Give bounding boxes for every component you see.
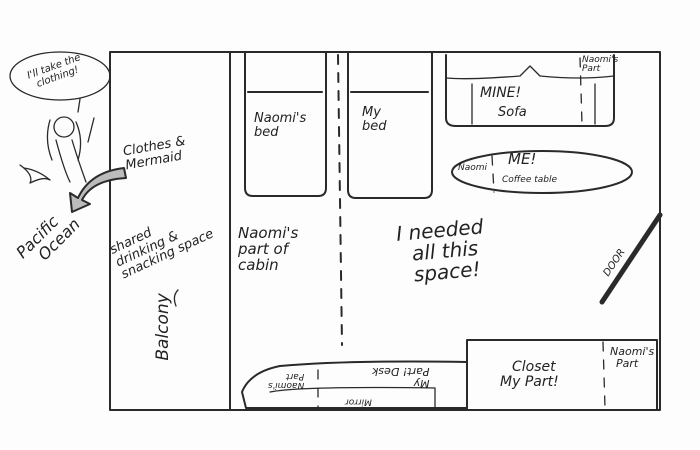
table-me-label: ME!	[508, 150, 537, 168]
table-divider	[491, 155, 495, 193]
label-line: Naomi's	[238, 224, 299, 242]
door[interactable]	[599, 212, 663, 305]
label-line: Naomi's	[610, 345, 655, 358]
sofa-mine-label: MINE!	[480, 85, 522, 101]
label-line: Closet	[512, 359, 556, 375]
label-line: bed	[254, 124, 279, 140]
closet-label: Closet My Part!	[500, 360, 559, 389]
sofa-back	[445, 65, 615, 80]
label-line: Part	[286, 370, 305, 381]
table-naomi-label: Naomi	[458, 163, 488, 173]
sofa-divider	[579, 57, 583, 125]
label-line: My	[413, 377, 430, 391]
label-line: Part	[582, 64, 601, 75]
coffee-table	[451, 150, 633, 194]
closet	[466, 339, 658, 411]
sofa-label: Sofa	[498, 105, 527, 120]
table-label: Coffee table	[502, 175, 558, 185]
my-bed	[347, 51, 433, 199]
naomi-bed	[244, 51, 327, 197]
label-line: part of	[238, 239, 288, 258]
desk	[241, 360, 468, 409]
label-line: Naomi's	[582, 55, 619, 65]
label-line: Part! Desk	[372, 365, 430, 379]
my-cabin-label: I needed all this space!	[395, 214, 487, 286]
closet-naomi-label: Naomi's Part	[610, 346, 654, 369]
divider-line	[337, 54, 343, 346]
label-line: My Part!	[500, 373, 559, 390]
label-line: bed	[362, 118, 387, 134]
mirror-label: Mirror	[345, 396, 372, 407]
desk-mine-label: My Part! Desk	[372, 365, 430, 391]
naomi-bed-label: Naomi's bed	[254, 112, 306, 139]
arrow-icon	[69, 167, 127, 213]
mirror	[269, 386, 436, 409]
mermaid-icon	[19, 116, 95, 184]
speech-bubble	[9, 51, 111, 101]
cabin-outline	[109, 51, 661, 411]
label-line: Naomi's	[268, 379, 305, 390]
speech-tail	[77, 98, 81, 113]
desk-naomi-label: Naomi's Part	[268, 370, 304, 389]
balcony-pointer	[173, 289, 179, 307]
label-line: cabin	[238, 255, 279, 274]
label-line: Naomi's	[254, 111, 307, 126]
sofa	[445, 54, 615, 127]
label-line: Part	[616, 356, 639, 370]
label-line: My	[362, 105, 381, 120]
my-bed-label: My bed	[362, 106, 387, 133]
sofa-naomi-label: Naomi's Part	[582, 55, 619, 75]
naomi-cabin-label: Naomi's part of cabin	[238, 224, 299, 274]
balcony-label: Balcony	[152, 293, 173, 361]
closet-divider	[602, 341, 606, 409]
